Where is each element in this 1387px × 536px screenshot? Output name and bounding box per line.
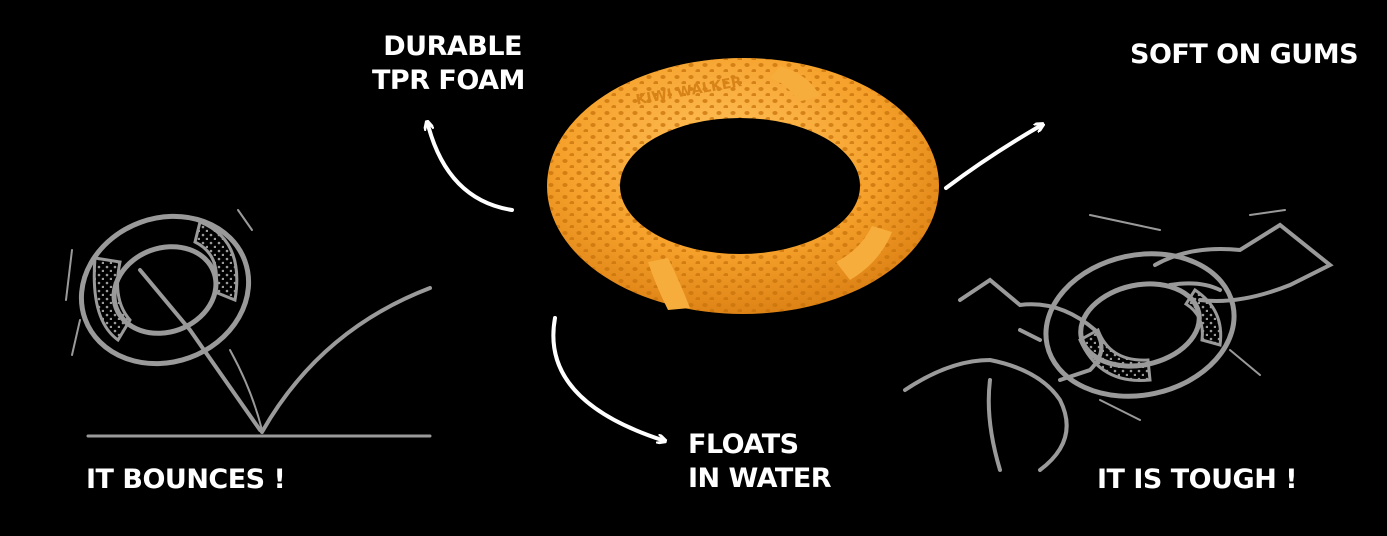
- feature-floats-label: FLOATS IN WATER: [688, 428, 832, 496]
- feature-floats-line2: IN WATER: [688, 463, 832, 494]
- arrow-soft: [944, 126, 1040, 190]
- feature-soft-label: SOFT ON GUMS: [1130, 39, 1359, 70]
- tug-sketch-icon: [903, 209, 1334, 472]
- ring-toy-image: KIWI WALKER: [547, 58, 939, 314]
- arrow-floats: [551, 316, 662, 440]
- feature-tough-label: IT IS TOUGH !: [1097, 464, 1298, 495]
- arrow-durable: [428, 125, 514, 212]
- feature-durable-line1: DURABLE: [383, 31, 522, 62]
- feature-floats-line1: FLOATS: [688, 429, 799, 460]
- bounce-sketch-icon: [65, 209, 432, 438]
- feature-durable-line2: TPR FOAM: [372, 65, 525, 96]
- feature-bounces-label: IT BOUNCES !: [86, 464, 286, 495]
- feature-durable-label: DURABLE TPR FOAM: [372, 30, 525, 98]
